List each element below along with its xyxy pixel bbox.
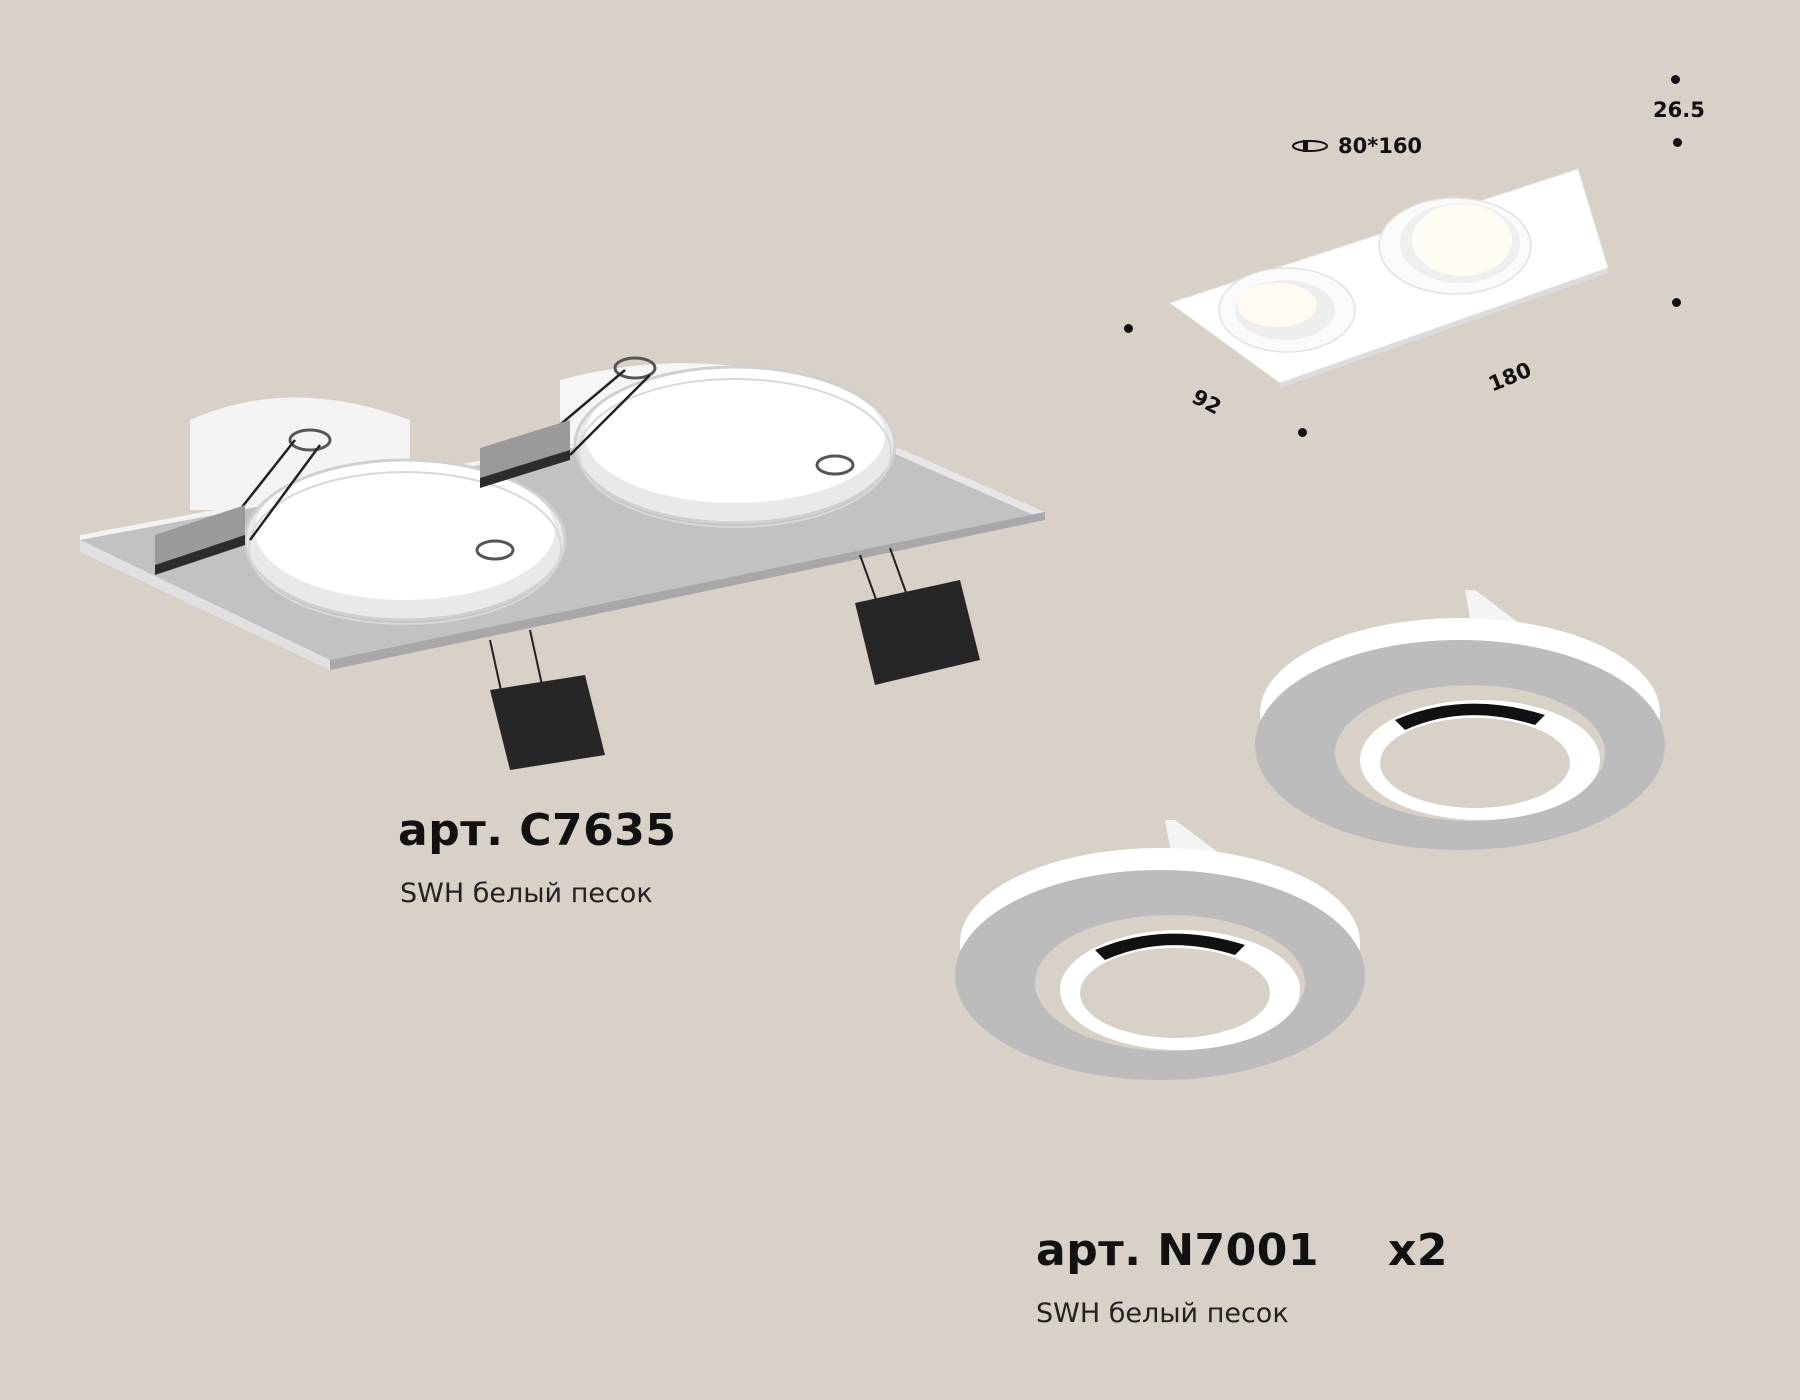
product-c7635-finish: SWH белый песок xyxy=(400,878,653,909)
cutout-size-label: 80*160 xyxy=(1290,134,1422,158)
frame-c7635-image xyxy=(70,340,1060,780)
product-n7001-finish: SWH белый песок xyxy=(1036,1298,1289,1329)
height-dimension-dot-bottom xyxy=(1673,138,1682,147)
assembled-fixture-preview xyxy=(1160,150,1620,400)
width-dimension-dot-bottom xyxy=(1298,428,1307,437)
module-n7001-image-1 xyxy=(1235,585,1685,865)
width-dimension-dot-left xyxy=(1124,324,1133,333)
module-n7001-image-2 xyxy=(935,815,1385,1095)
length-dimension-dot-right xyxy=(1672,298,1681,307)
cutout-hole-icon xyxy=(1290,137,1330,155)
cutout-size-value: 80*160 xyxy=(1338,134,1423,158)
product-c7635-article: арт. C7635 xyxy=(398,805,677,856)
height-dimension-dot-top xyxy=(1671,75,1680,84)
product-n7001-article: арт. N7001 xyxy=(1036,1225,1320,1276)
height-dimension-value: 26.5 xyxy=(1653,98,1705,122)
product-n7001-quantity: x2 xyxy=(1388,1225,1448,1276)
